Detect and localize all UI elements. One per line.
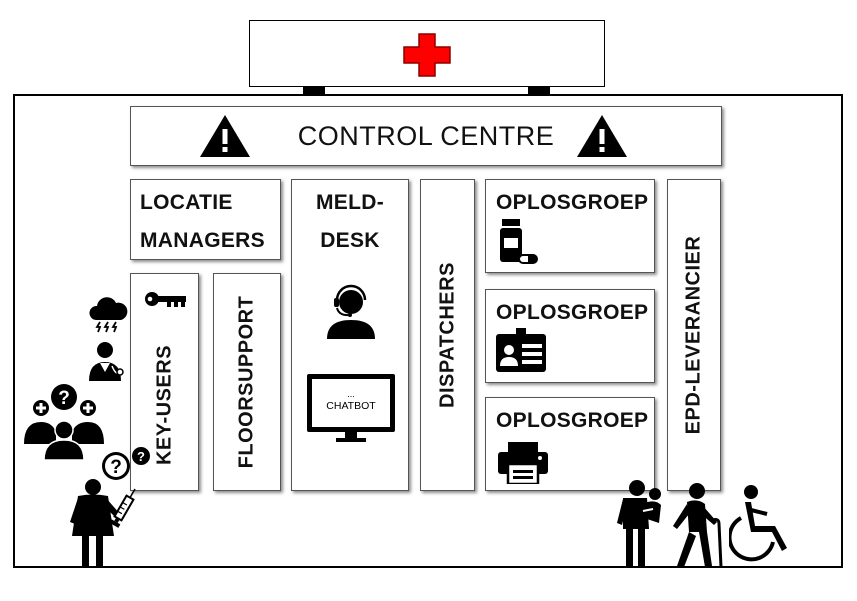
oplosgroep-label-3: OPLOSGROEP (496, 409, 649, 432)
meld-desk-label-2: DESK (320, 229, 380, 252)
floorsupport-label: FLOORSUPPORT (235, 295, 258, 469)
confused-patients-icon: ? (24, 384, 104, 460)
warning-icon (200, 115, 250, 157)
sign-post-right (528, 87, 550, 95)
locatie-managers-label-2: MANAGERS (140, 229, 265, 252)
control-centre-title: CONTROL CENTRE (297, 121, 555, 151)
oplosgroep-box-3: OPLOSGROEP (485, 397, 655, 491)
nurse-syringe-icon (70, 479, 136, 566)
epd-leverancier-box: EPD-LEVERANCIER (667, 179, 721, 491)
svg-text:?: ? (58, 388, 70, 409)
svg-text:?: ? (110, 457, 122, 478)
dispatchers-label: DISPATCHERS (436, 262, 458, 408)
warning-icon (577, 115, 627, 157)
hospital-sign (249, 20, 605, 87)
sign-post-left (303, 87, 325, 95)
key-icon (145, 292, 186, 307)
meld-desk-box: MELD- DESK ... CHATBOT (291, 179, 409, 491)
building-outline (13, 94, 843, 568)
parent-with-child-icon (617, 480, 661, 566)
oplosgroep-box-1: OPLOSGROEP (485, 179, 655, 273)
locatie-managers-label-1: LOCATIE (140, 191, 233, 214)
oplosgroep-box-2: OPLOSGROEP (485, 289, 655, 383)
chatbot-label: CHATBOT (326, 400, 376, 412)
control-centre-banner: CONTROL CENTRE (130, 106, 722, 166)
support-agent-icon (327, 284, 375, 339)
chatbot-dots: ... (347, 389, 355, 399)
wheelchair-icon (729, 485, 787, 562)
chatbot-monitor: ... CHATBOT (307, 374, 395, 432)
printer-icon (498, 442, 548, 484)
meld-desk-label-1: MELD- (316, 191, 384, 214)
oplosgroep-label-1: OPLOSGROEP (496, 191, 649, 214)
locatie-managers-box: LOCATIE MANAGERS (130, 179, 281, 260)
monitor-stand (345, 432, 357, 438)
question-bubbles-icon: ? ? (102, 447, 150, 480)
epd-leverancier-label: EPD-LEVERANCIER (682, 235, 705, 435)
dispatchers-box: DISPATCHERS (420, 179, 475, 491)
svg-text:?: ? (137, 449, 145, 464)
key-users-label: KEY-USERS (153, 344, 175, 465)
doctor-icon (89, 342, 124, 381)
oplosgroep-label-2: OPLOSGROEP (496, 301, 649, 324)
storm-cloud-icon (89, 297, 128, 333)
monitor-base (336, 438, 366, 442)
elderly-with-cane-icon (673, 483, 723, 568)
floorsupport-box: FLOORSUPPORT (213, 273, 281, 491)
medication-icon (500, 219, 538, 264)
red-cross-icon (403, 33, 451, 77)
id-badge-icon (496, 328, 546, 372)
